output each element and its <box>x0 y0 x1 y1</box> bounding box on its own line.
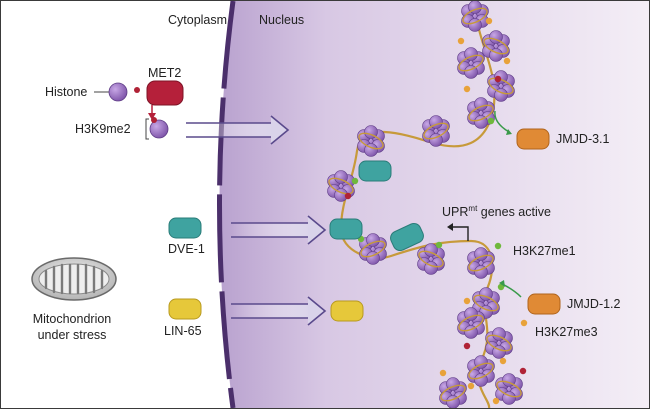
nucleosome-cluster <box>467 355 495 387</box>
chromatin-nucleosomes <box>327 1 523 408</box>
histone-modification-mark <box>492 397 500 405</box>
histone-modification-mark <box>485 17 493 25</box>
transcription-start-arrow-icon <box>451 226 469 241</box>
nuclear-membrane <box>217 1 236 408</box>
methyl-mark-cytoplasm <box>134 87 140 93</box>
histone-cytoplasmic <box>108 82 128 102</box>
histone-modification-mark <box>439 369 447 377</box>
upr-label-main: UPR <box>442 205 469 220</box>
nucleosome-cluster <box>461 1 489 32</box>
histone-modification-mark <box>463 342 471 350</box>
nucleosome-cluster <box>472 287 500 319</box>
nucleus-region <box>219 1 649 408</box>
nucleus-label: Nucleus <box>259 13 305 27</box>
histone-modification-mark <box>503 57 511 65</box>
nucleosome-cluster <box>359 233 387 265</box>
histone-modification-mark <box>463 85 471 93</box>
lin65-nuclear-protein <box>330 300 364 322</box>
nucleosome-cluster <box>467 247 495 279</box>
met2-label: MET2 <box>148 66 182 80</box>
h3k9me2-label: H3K9me2 <box>75 122 131 136</box>
histone-modification-mark <box>519 367 527 375</box>
nucleosome-cluster <box>495 373 523 405</box>
histone-marks <box>344 17 528 405</box>
dve1-nuclear-protein-2 <box>329 218 363 240</box>
jmjd31-label: JMJD-3.1 <box>556 132 610 146</box>
upr-label-superscript: mt <box>468 204 478 213</box>
h3k9me2-bracket <box>145 118 149 140</box>
nucleosome-cluster <box>482 30 510 62</box>
cytoplasm-label: Cytoplasm <box>168 13 228 27</box>
histone-modification-mark <box>520 319 528 327</box>
dve1-nuclear-protein-3 <box>390 222 424 252</box>
nucleosome-cluster <box>327 170 355 202</box>
upr-genes-active-label: UPRmt genes active <box>442 205 551 219</box>
lin65-label: LIN-65 <box>164 324 202 338</box>
lin65-cytoplasmic-protein <box>168 298 202 320</box>
histone-modification-mark <box>435 241 443 249</box>
h3k9me2-import-arrow <box>186 115 290 145</box>
met2-protein <box>146 80 184 106</box>
nucleosome-cluster <box>457 307 485 339</box>
upr-label-rest: genes active <box>477 205 551 220</box>
nucleosome-cluster <box>357 125 385 157</box>
histone-modification-mark <box>463 297 471 305</box>
jmjd31-protein <box>516 128 550 150</box>
histone-modification-mark <box>351 177 359 185</box>
mitochondrion-label-line2: under stress <box>37 327 107 342</box>
nucleosome-cluster <box>457 47 485 79</box>
nucleosome-cluster <box>422 115 450 147</box>
jmjd12-label: JMJD-1.2 <box>567 297 621 311</box>
demethylation-arrow-jmjd31 <box>494 110 510 133</box>
dve1-nuclear-protein-1 <box>358 160 392 182</box>
nucleosome-cluster <box>467 97 495 129</box>
histone-modification-mark <box>487 117 495 125</box>
h3k9me2-histone <box>149 119 169 139</box>
histone-modification-mark <box>494 75 502 83</box>
h3k27me3-label: H3K27me3 <box>535 325 598 339</box>
histone-modification-mark <box>499 357 507 365</box>
nucleosome-cluster <box>439 377 467 408</box>
dve1-label: DVE-1 <box>168 242 205 256</box>
mitochondrion-label: Mitochondrion under stress <box>17 312 127 343</box>
mitochondrion-label-line1: Mitochondrion <box>32 312 112 326</box>
jmjd12-protein <box>527 293 561 315</box>
lin65-import-arrow <box>231 296 327 326</box>
nucleosome-cluster <box>485 327 513 359</box>
histone-label: Histone <box>45 85 88 99</box>
nucleosome-cluster <box>417 243 445 275</box>
mitochondrion-icon <box>31 257 117 301</box>
histone-modification-mark <box>344 192 352 200</box>
nucleosome-cluster <box>487 70 515 102</box>
histone-modification-mark <box>457 37 465 45</box>
h3k27me1-label: H3K27me1 <box>513 244 576 258</box>
histone-modification-mark <box>494 242 502 250</box>
histone-modification-mark <box>497 283 505 291</box>
dve1-cytoplasmic-protein <box>168 217 202 239</box>
histone-modification-mark <box>467 382 475 390</box>
dve1-import-arrow <box>231 215 327 245</box>
